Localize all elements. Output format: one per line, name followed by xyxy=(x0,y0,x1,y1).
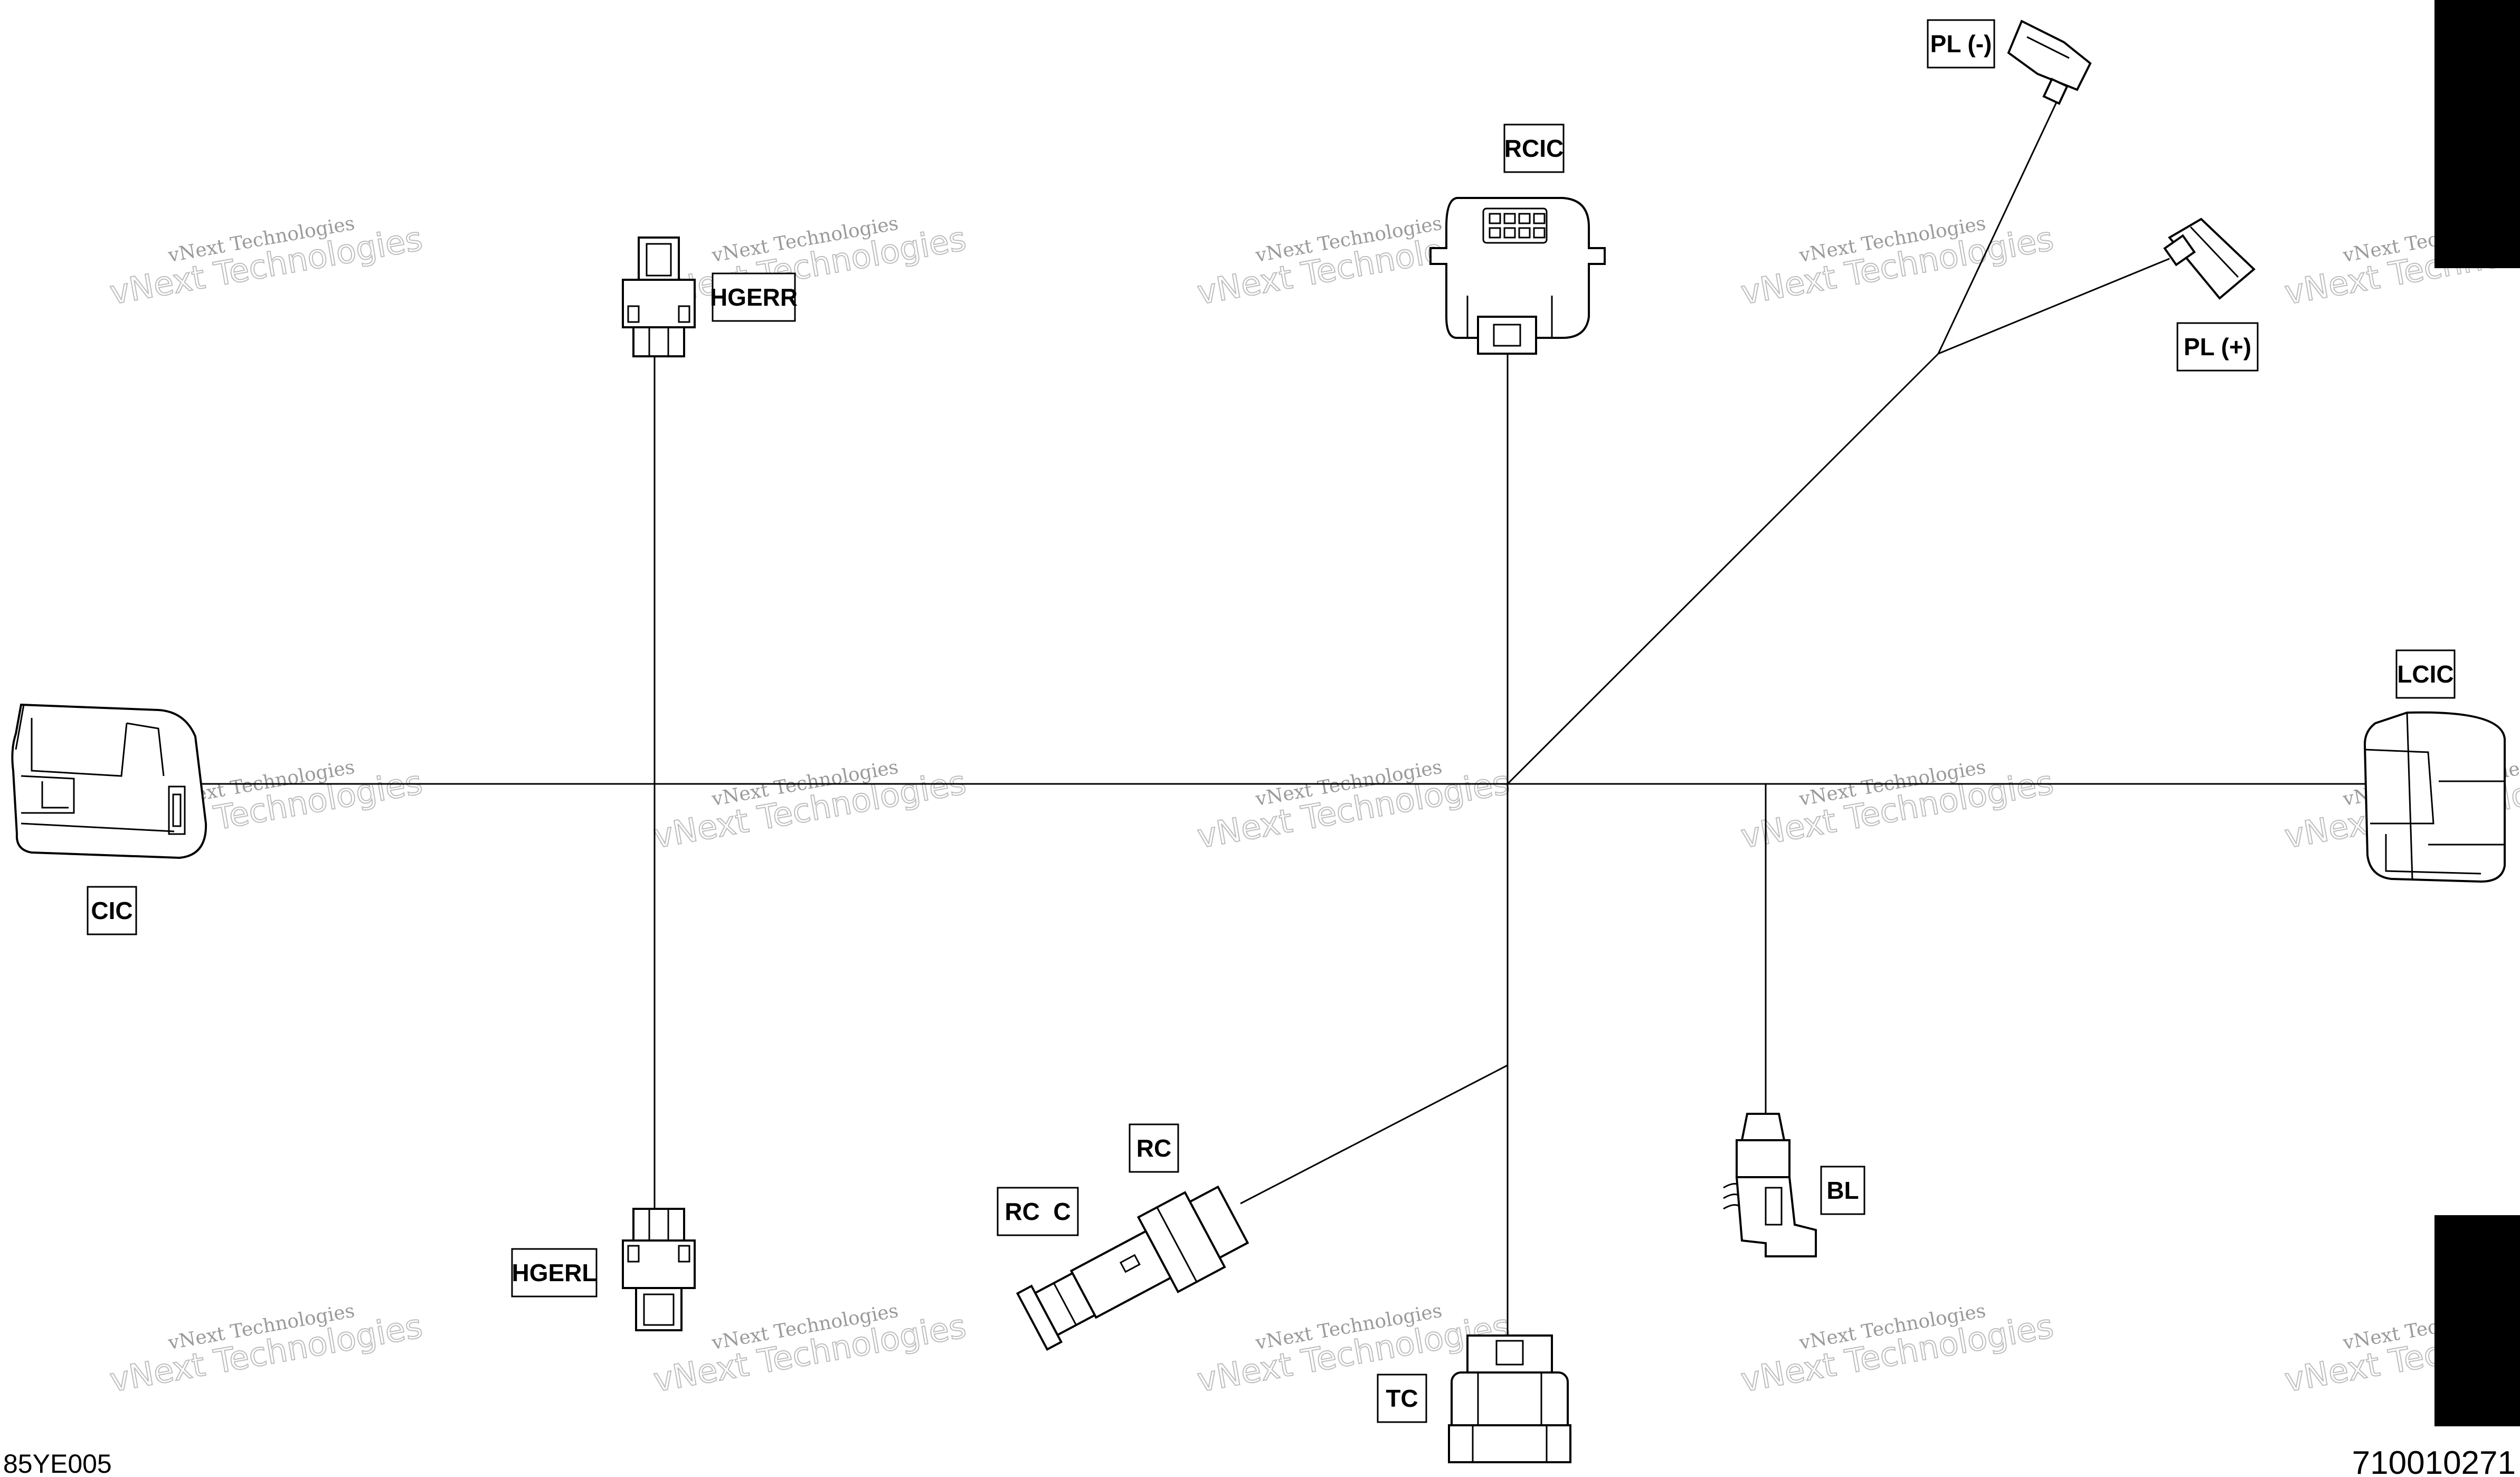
hgerr-connector xyxy=(622,236,696,357)
label-hgerr: HGERR xyxy=(710,272,798,322)
label-bl-text: BL xyxy=(1826,1177,1859,1204)
rc-connector xyxy=(1016,1185,1249,1351)
label-tc: TC xyxy=(1377,1374,1427,1423)
label-hgerl: HGERL xyxy=(511,1248,598,1298)
corner-block-bottom-right xyxy=(2434,1215,2520,1426)
label-pl-minus-text: PL (-) xyxy=(1930,30,1992,58)
footer-left-code: 85YE005 xyxy=(3,1449,112,1477)
label-rc-c: RC C xyxy=(997,1187,1079,1236)
label-tc-text: TC xyxy=(1386,1385,1418,1412)
rcic-connector xyxy=(1429,197,1606,355)
label-lcic: LCIC xyxy=(2395,649,2456,699)
label-rc-c-text: RC C xyxy=(1005,1198,1070,1225)
label-pl-plus-text: PL (+) xyxy=(2184,333,2251,361)
corner-block-top-right xyxy=(2434,0,2520,268)
pl-plus-connector xyxy=(2163,217,2256,300)
label-rcic-text: RCIC xyxy=(1504,135,1564,162)
hgerl-connector xyxy=(622,1208,696,1331)
label-hgerr-text: HGERR xyxy=(710,283,798,311)
label-rc-text: RC xyxy=(1136,1134,1171,1162)
label-pl-plus: PL (+) xyxy=(2176,322,2259,372)
wire-trunk xyxy=(195,97,2365,1336)
pl-minus-connector xyxy=(2007,20,2092,105)
label-bl: BL xyxy=(1820,1166,1865,1215)
bl-connector xyxy=(1723,1113,1817,1257)
label-rc: RC xyxy=(1129,1123,1179,1173)
lcic-connector xyxy=(2363,711,2506,883)
label-rcic: RCIC xyxy=(1503,124,1565,173)
cic-connector xyxy=(11,703,207,859)
label-hgerl-text: HGERL xyxy=(512,1259,597,1286)
label-cic-text: CIC xyxy=(91,897,132,924)
tc-connector xyxy=(1448,1334,1571,1463)
label-lcic-text: LCIC xyxy=(2397,660,2453,688)
label-pl-minus: PL (-) xyxy=(1927,19,1995,69)
footer-right-code: 710010271 xyxy=(2352,1445,2516,1477)
label-cic: CIC xyxy=(87,886,137,935)
